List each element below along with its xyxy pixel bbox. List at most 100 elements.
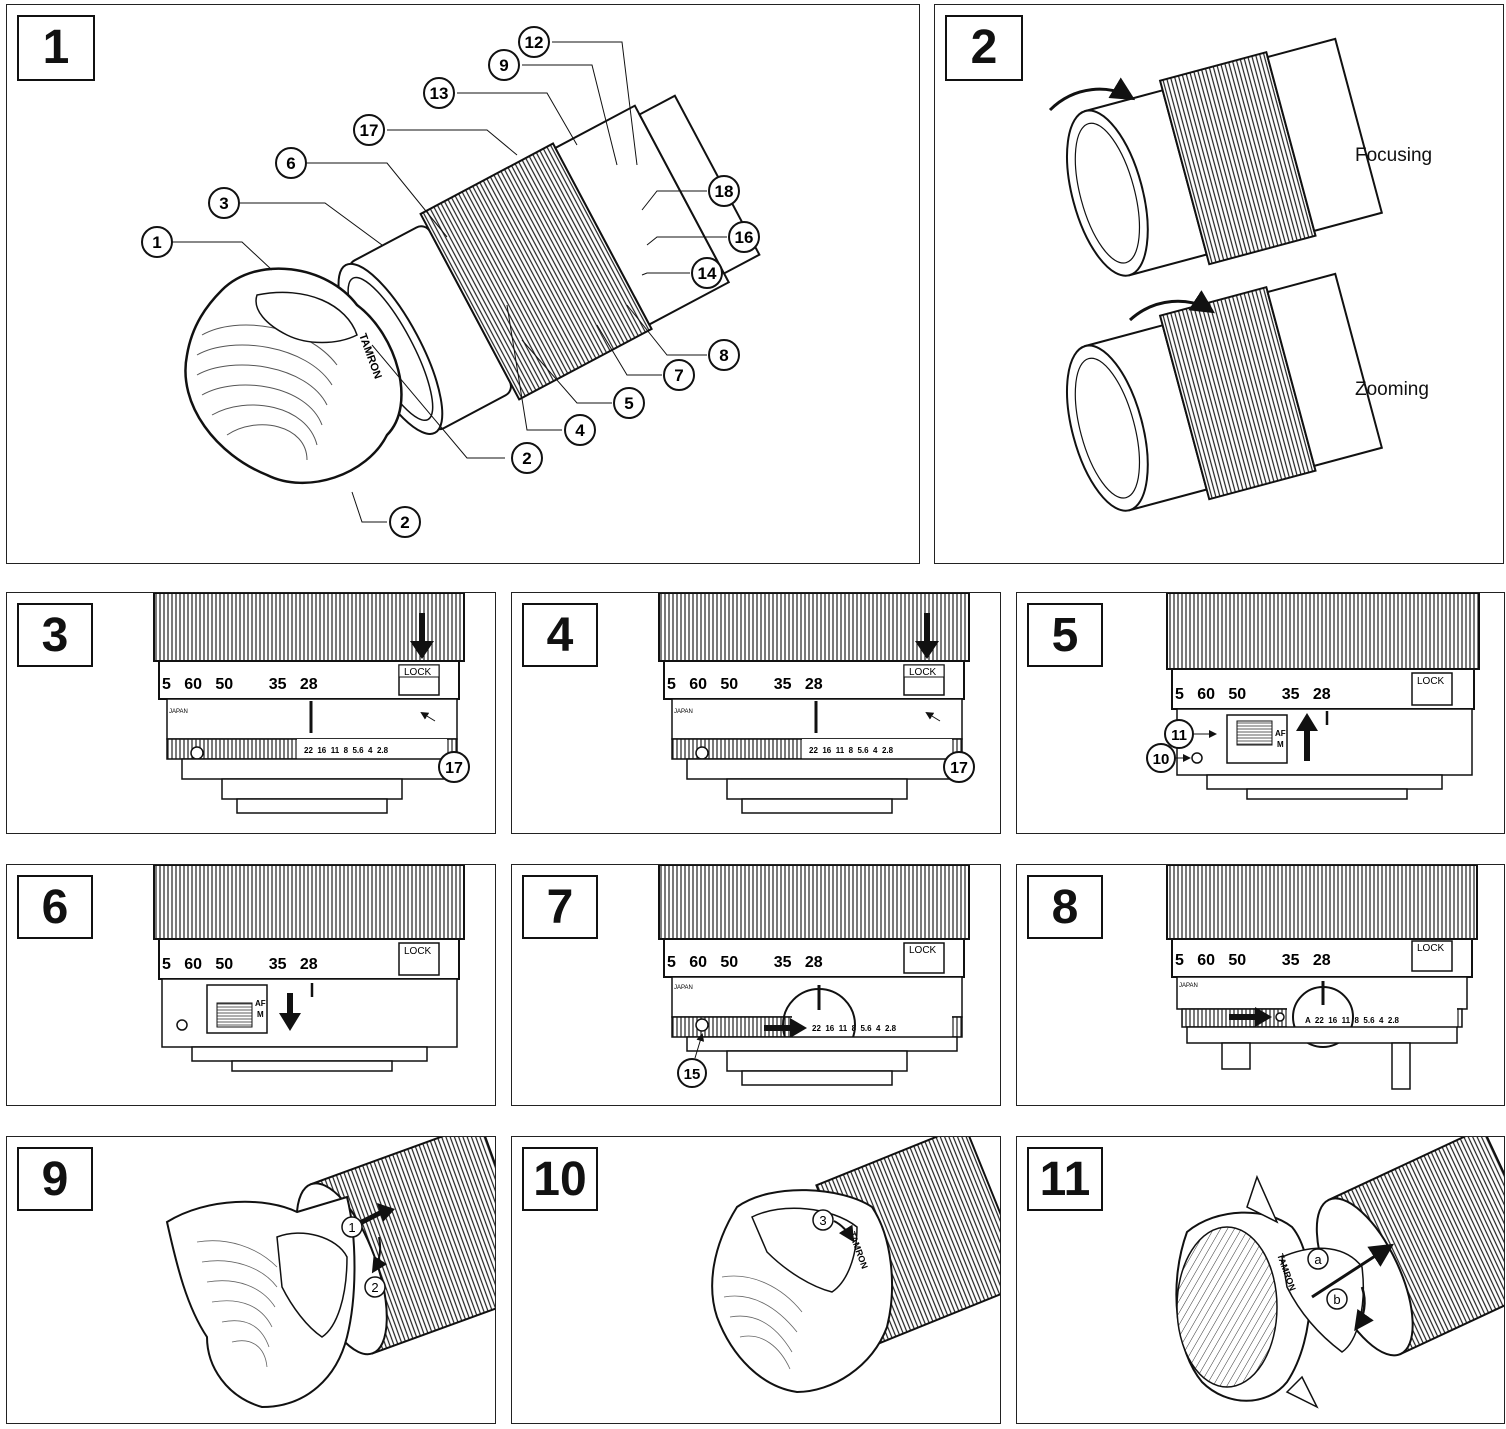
mount-flange	[726, 1050, 908, 1072]
callout-1: 1	[141, 226, 173, 258]
panel-number: 9	[17, 1147, 93, 1211]
rotate-arrow	[1354, 1286, 1374, 1332]
side-view-diagram: 5 60 50 35 28 LOCK JAPAN 22 16 11 8 5.6 …	[658, 865, 970, 1088]
side-view-diagram: 5 60 50 35 28 LOCK AF M	[153, 865, 465, 1072]
panel-number: 11	[1027, 1147, 1103, 1211]
step-a	[1307, 1248, 1329, 1270]
lock-label: LOCK	[1417, 943, 1445, 954]
callout-label: 17	[360, 121, 379, 140]
aperture-scale: 22 16 11 8 5.6 4 2.8	[304, 746, 389, 755]
panel-7-aperture-lock: 7 5 60 50 35 28 LOCK JAPAN 22 16 11 8 5.…	[511, 864, 1001, 1106]
callout-label: 12	[525, 33, 544, 52]
down-arrow	[915, 641, 939, 659]
callout-2-hood: 2	[389, 506, 421, 538]
callout-9: 9	[488, 49, 520, 81]
japan-text: JAPAN	[169, 709, 188, 715]
panel-9-hood-attach: 9 1 2	[6, 1136, 496, 1424]
mount-body	[1176, 708, 1473, 776]
down-arrow	[410, 641, 434, 659]
zoom-ring	[1166, 865, 1478, 940]
step-label: 2	[371, 1280, 378, 1295]
lock-switch	[398, 942, 440, 976]
zoom-arrow	[1128, 290, 1216, 322]
lock-label: LOCK	[1417, 676, 1445, 687]
callout-label: 6	[286, 154, 295, 173]
down-arrow	[279, 1013, 301, 1031]
lock-switch	[903, 942, 945, 974]
zoom-scale: 5 60 50 35 28	[1175, 686, 1331, 703]
mount-body	[671, 976, 963, 1018]
focusing-label: Focusing	[1355, 145, 1433, 166]
zoom-scale: 5 60 50 35 28	[162, 956, 318, 973]
lock-switch	[1411, 940, 1453, 972]
panel-2-focus-zoom: 2 Focusing Zooming	[934, 4, 1504, 564]
zoom-scale: 5 60 50 35 28	[1175, 952, 1331, 969]
panel-11-hood-reversed: 11 TAMRON a b	[1016, 1136, 1505, 1424]
callout-11	[1164, 719, 1194, 749]
hood-locked-diagram: TAMRON 3	[711, 1137, 1000, 1394]
callout-circles: 1 2 2 3 4 5 6 7 8 9 12 13 14 16 17 18	[141, 26, 760, 538]
lock-switch	[1411, 672, 1453, 706]
callout-12: 12	[518, 26, 550, 58]
callout-5: 5	[613, 387, 645, 419]
callout-label: 11	[1171, 727, 1187, 744]
lock-label: LOCK	[909, 945, 937, 956]
side-view-diagram: 5 60 50 35 28 LOCK JAPAN 22 16 11 8 5.6 …	[153, 593, 470, 814]
focus-zoom-diagram	[1048, 37, 1384, 512]
af-label: AF	[255, 999, 266, 1008]
panel-number: 2	[945, 15, 1023, 81]
callout-label: 13	[430, 84, 449, 103]
m-label: M	[1277, 740, 1284, 749]
step-2	[364, 1276, 386, 1298]
callout-17	[438, 751, 470, 783]
callout-17: 17	[353, 114, 385, 146]
callout-8: 8	[708, 339, 740, 371]
panel-number: 1	[17, 15, 95, 81]
zoom-ring	[153, 865, 465, 940]
callout-10	[1146, 743, 1176, 773]
callout-label: 8	[719, 346, 728, 365]
lock-label: LOCK	[404, 667, 432, 678]
callout-16: 16	[728, 221, 760, 253]
lock-label: LOCK	[404, 946, 432, 957]
callout-label: 2	[522, 449, 531, 468]
rotate-arrow	[833, 1220, 855, 1243]
zoom-ring	[658, 865, 970, 940]
callout-label: 3	[219, 194, 228, 213]
right-arrow	[1255, 1007, 1272, 1027]
japan-text: JAPAN	[1179, 983, 1198, 989]
panel-10-hood-locked: 10 TAMRON 3	[511, 1136, 1001, 1424]
callout-2: 2	[511, 442, 543, 474]
panel-number: 5	[1027, 603, 1103, 667]
callout-18: 18	[708, 175, 740, 207]
panel-number: 8	[1027, 875, 1103, 939]
callout-label: 7	[674, 366, 683, 385]
right-arrow	[790, 1018, 807, 1038]
m-label: M	[257, 1010, 264, 1019]
af-label: AF	[1275, 729, 1286, 738]
rotate-arrow	[371, 1236, 388, 1274]
step-label: 1	[348, 1220, 355, 1235]
panel-number: 7	[522, 875, 598, 939]
lens-focusing	[1066, 37, 1384, 277]
callout-13: 13	[423, 77, 455, 109]
zoom-ring	[658, 593, 970, 662]
callout-17	[943, 751, 975, 783]
callout-label: 17	[445, 760, 463, 777]
up-arrow	[1296, 713, 1318, 731]
callout-label: 1	[152, 233, 161, 252]
callout-6: 6	[275, 147, 307, 179]
zoom-ring	[1166, 593, 1480, 670]
callout-14: 14	[691, 257, 723, 289]
mount-flange	[726, 778, 908, 800]
zoom-scale: 5 60 50 35 28	[162, 676, 318, 693]
zoom-scale: 5 60 50 35 28	[667, 954, 823, 971]
panel-8-aperture-a: 8 5 60 50 35 28 LOCK JAPAN A 22 16 11 8 …	[1016, 864, 1505, 1106]
callout-7: 7	[663, 359, 695, 391]
callout-label: 9	[499, 56, 508, 75]
lens-barrel	[337, 94, 761, 435]
panel-number: 4	[522, 603, 598, 667]
step-1	[341, 1216, 363, 1238]
leader-lines	[172, 41, 727, 523]
panel-number: 10	[522, 1147, 598, 1211]
